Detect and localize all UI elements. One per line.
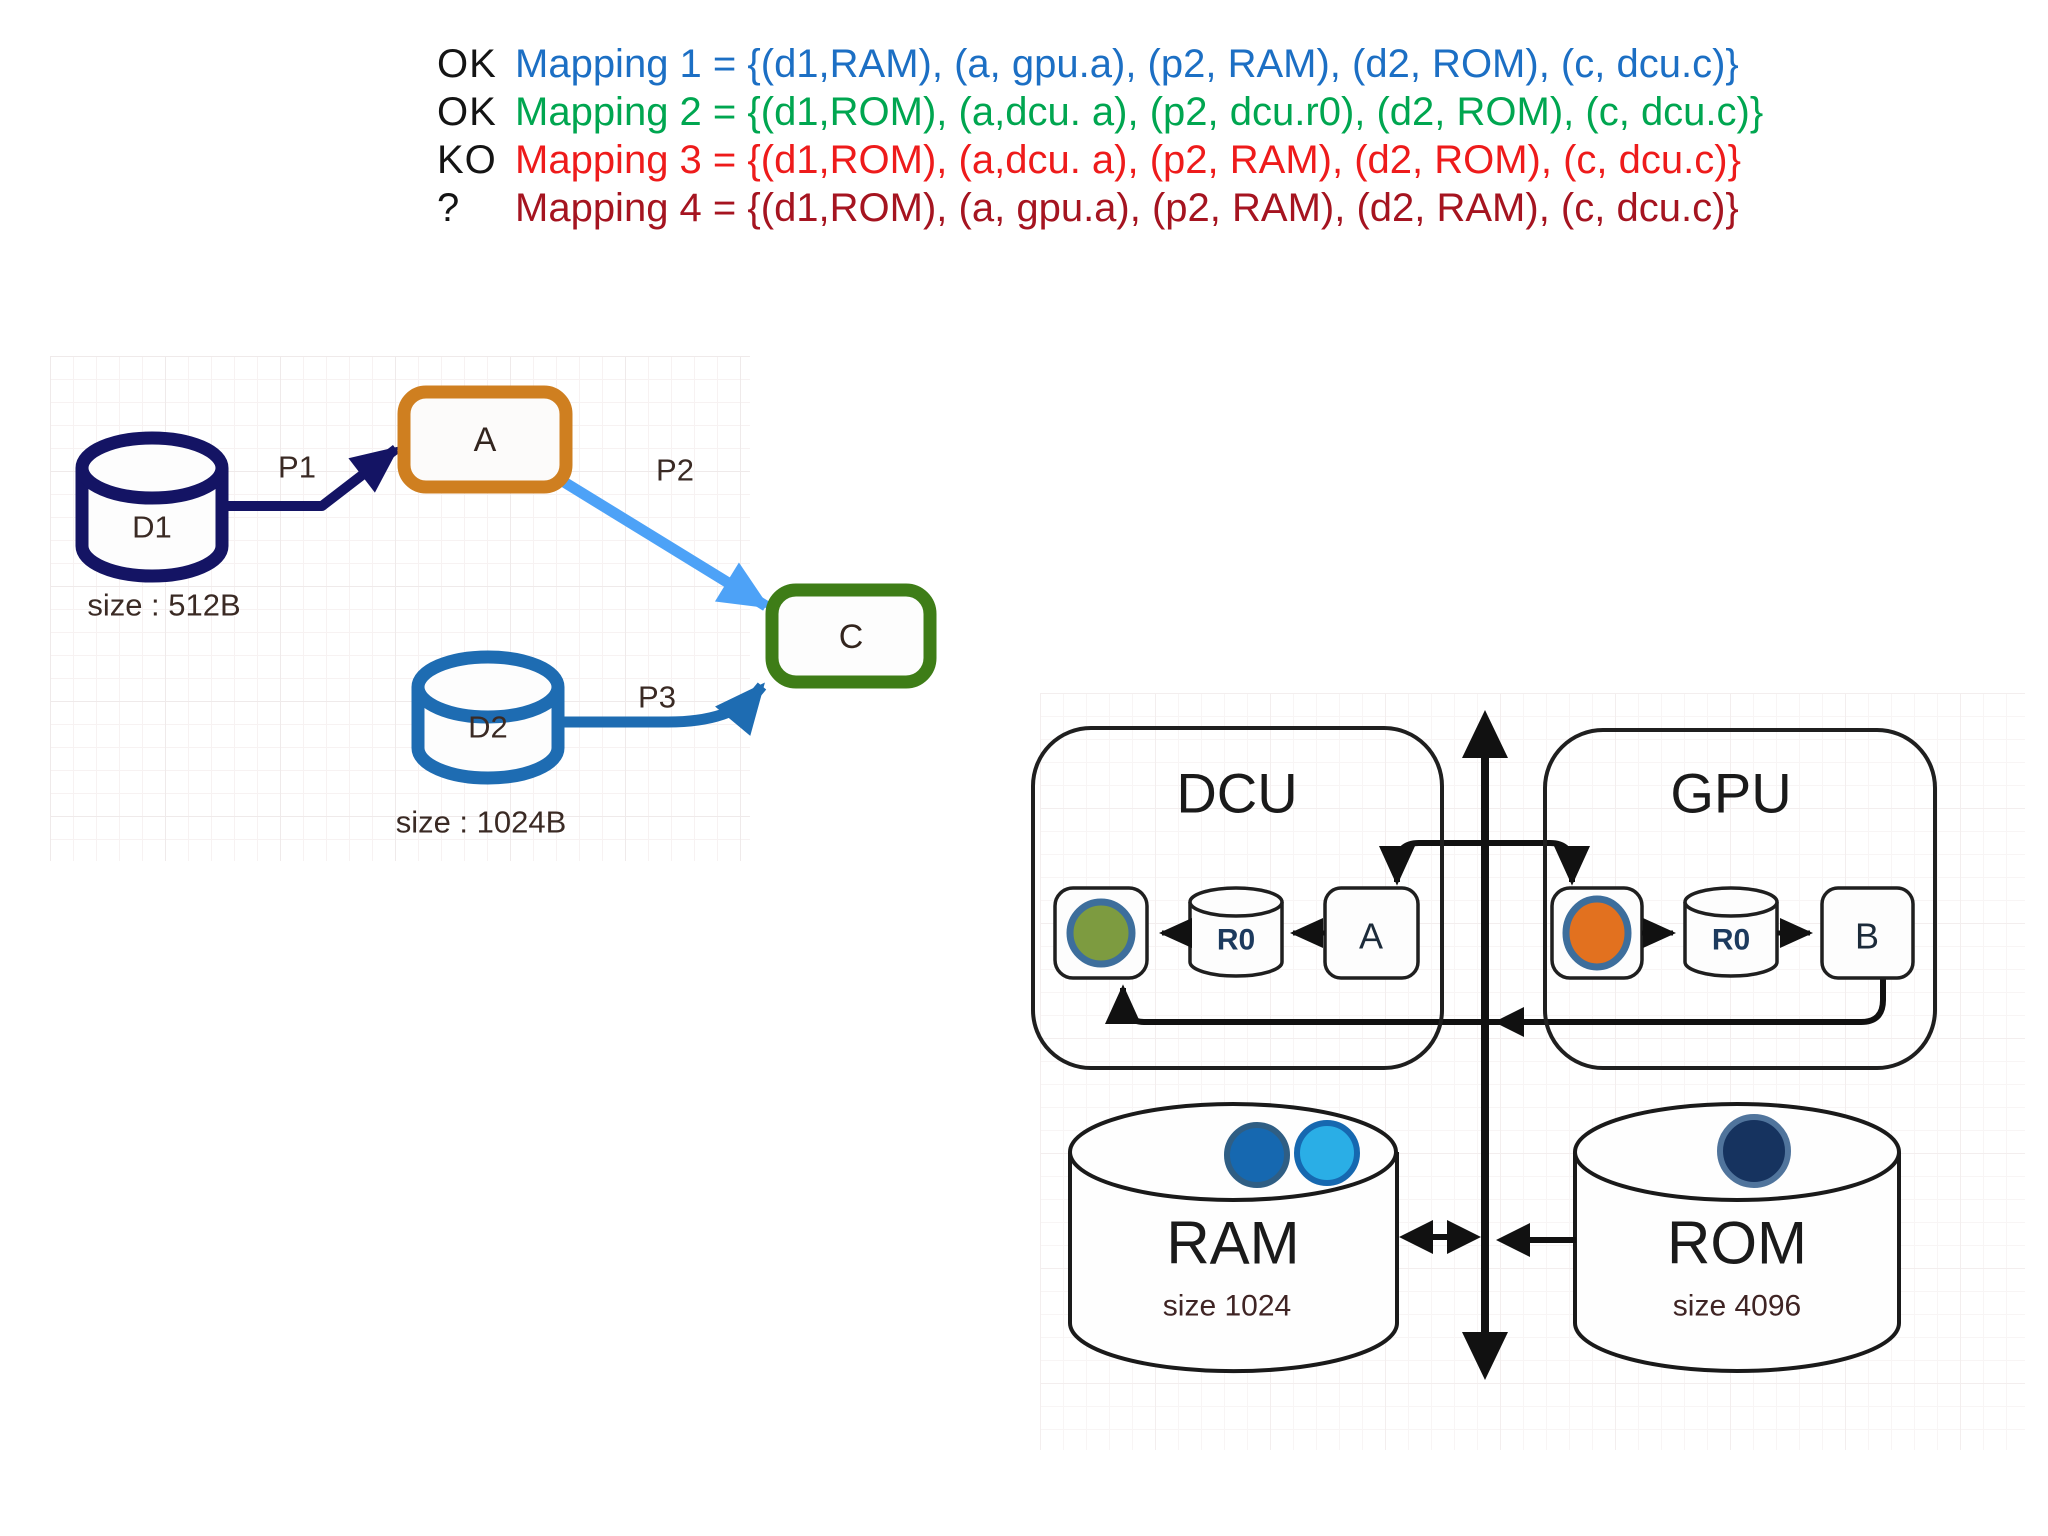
p1-label: P1 bbox=[278, 450, 316, 485]
mapping-text: Mapping 1 = {(d1,RAM), (a, gpu.a), (p2, … bbox=[515, 42, 1739, 86]
datastore-d2: D2 bbox=[411, 650, 565, 785]
gpu-register-label: R0 bbox=[1712, 924, 1750, 957]
task-node-a: A bbox=[397, 385, 573, 494]
d1-size-label: size : 512B bbox=[87, 588, 240, 623]
p3-label: P3 bbox=[638, 680, 676, 715]
arrowhead-to-ram bbox=[1399, 1220, 1433, 1254]
mapping-row: OK Mapping 2 = {(d1,ROM), (a,dcu. a), (p… bbox=[437, 88, 1763, 136]
rom-size-label: size 4096 bbox=[1673, 1290, 1801, 1323]
d1-label: D1 bbox=[132, 510, 172, 545]
mapping-text: Mapping 3 = {(d1,ROM), (a,dcu. a), (p2, … bbox=[515, 138, 1741, 182]
rom-bus-link bbox=[1496, 1223, 1576, 1257]
mapping-status: ? bbox=[437, 186, 461, 230]
datastore-d1: D1 bbox=[75, 431, 229, 583]
hardware-diagram: DCU R0 A GPU R0 B bbox=[1031, 710, 1937, 1380]
system-bus bbox=[1462, 710, 1508, 1380]
mapping-row: ? Mapping 4 = {(d1,ROM), (a, gpu.a), (p2… bbox=[437, 184, 1763, 232]
gpu-proc-box bbox=[1820, 886, 1915, 980]
mapping-text: Mapping 2 = {(d1,ROM), (a,dcu. a), (p2, … bbox=[515, 90, 1764, 134]
ram-size-label: size 1024 bbox=[1163, 1290, 1291, 1323]
gpu-task-a-chip bbox=[1562, 895, 1632, 971]
task-node-c: C bbox=[765, 583, 937, 689]
ram-data-d1-chip bbox=[1224, 1122, 1290, 1188]
mapping-status: OK bbox=[437, 90, 497, 134]
gpu-title: GPU bbox=[1670, 762, 1791, 825]
edge-p3 bbox=[558, 682, 767, 736]
arrowhead-into-bus bbox=[1494, 1007, 1524, 1037]
mapping-status: OK bbox=[437, 42, 497, 86]
dcu-task-c-chip bbox=[1066, 898, 1136, 968]
a-label: A bbox=[474, 421, 497, 459]
dcu-register-label: R0 bbox=[1217, 924, 1255, 957]
ram-bus-link bbox=[1399, 1220, 1481, 1254]
rom-memory: ROM size 4096 bbox=[1573, 1102, 1901, 1373]
bus-arrow-down bbox=[1462, 1332, 1508, 1380]
mapping-status: KO bbox=[437, 138, 497, 182]
p2-label: P2 bbox=[656, 453, 694, 488]
rom-title: ROM bbox=[1667, 1210, 1807, 1277]
mapping-list: OK Mapping 1 = {(d1,RAM), (a, gpu.a), (p… bbox=[437, 40, 1763, 232]
bus-arrow-up bbox=[1462, 710, 1508, 758]
dcu-unit: DCU R0 A bbox=[1031, 726, 1444, 1070]
dcu-proc-label: A bbox=[1359, 916, 1383, 957]
d2-size-label: size : 1024B bbox=[396, 805, 567, 840]
arrowhead-to-bus-left bbox=[1496, 1223, 1530, 1257]
gpu-to-dcu-line bbox=[1105, 978, 1886, 1025]
ram-memory: RAM size 1024 bbox=[1068, 1102, 1399, 1374]
ram-title: RAM bbox=[1166, 1210, 1299, 1277]
edge-p1 bbox=[222, 445, 400, 511]
mapping-row: KO Mapping 3 = {(d1,ROM), (a,dcu. a), (p… bbox=[437, 136, 1763, 184]
arrowhead-to-bus-right bbox=[1447, 1220, 1481, 1254]
dcu-title: DCU bbox=[1176, 762, 1297, 825]
c-label: C bbox=[839, 618, 864, 656]
ram-data-p2-chip bbox=[1294, 1120, 1360, 1186]
mapping-text: Mapping 4 = {(d1,ROM), (a, gpu.a), (p2, … bbox=[515, 186, 1739, 230]
dataflow-graph: D1 size : 512B A C D2 size : 1024B P1 bbox=[75, 385, 937, 840]
rom-data-chip bbox=[1717, 1114, 1791, 1188]
gpu-proc-label: B bbox=[1855, 916, 1879, 957]
gpu-unit: GPU R0 B bbox=[1543, 728, 1937, 1070]
d2-label: D2 bbox=[468, 710, 508, 745]
edge-p2 bbox=[561, 477, 770, 611]
mapping-row: OK Mapping 1 = {(d1,RAM), (a, gpu.a), (p… bbox=[437, 40, 1763, 88]
